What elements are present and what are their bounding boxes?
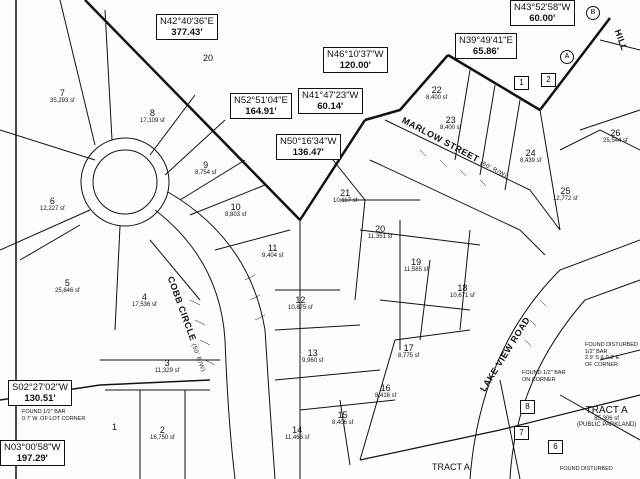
boundary-north-diagonal: [84, 0, 301, 221]
reference-box-7: 7: [514, 426, 529, 440]
lake-view-west: [469, 239, 640, 479]
tract-a-parkland-label: TRACT A 85,306 sf (PUBLIC PARKLAND): [577, 405, 637, 428]
cul-de-sac: [92, 149, 158, 215]
reference-box-6: 6: [548, 440, 563, 454]
reference-box-8: 8: [520, 400, 535, 414]
reference-circle-a: A: [560, 50, 574, 64]
monument-note-bottom: FOUND DISTURBED: [560, 466, 613, 472]
marlow-south: [369, 159, 546, 256]
reference-circle-b: B: [586, 6, 600, 20]
boundary-bottom-tract: [359, 394, 640, 461]
boundary-hill-road: [539, 17, 611, 111]
lot-label: 1: [112, 422, 118, 432]
parcel-20-north-label: 20: [203, 53, 214, 63]
lake-view-east: [509, 279, 640, 479]
tract-a-bottom-label: TRACT A: [432, 462, 470, 472]
marlow-north: [384, 119, 561, 231]
cobb-circle-east: [167, 191, 276, 479]
cobb-circle-west: [154, 209, 236, 479]
boundary-peak-left: [298, 119, 367, 221]
reference-box-1: 1: [514, 76, 529, 90]
boundary-north-east: [447, 53, 541, 112]
boundary-peak-right: [364, 54, 449, 122]
reference-box-2: 2: [541, 73, 556, 87]
